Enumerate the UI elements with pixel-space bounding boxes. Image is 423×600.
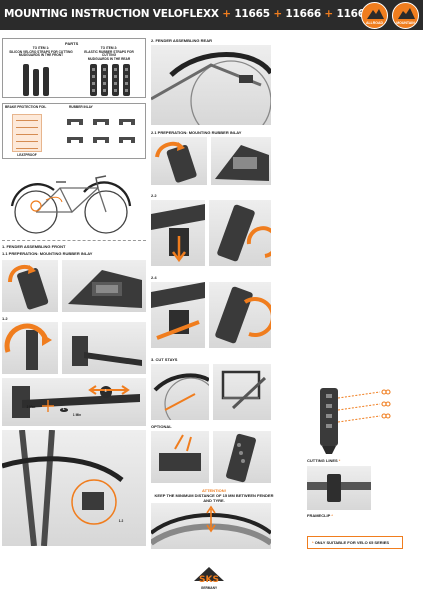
mountain-label: MOUNTAIN — [396, 21, 415, 25]
step-24-label: 2.4 — [151, 275, 157, 280]
velcro-straps-illustration — [23, 64, 49, 96]
cutting-lines-label: CUTTING LINES * — [307, 458, 341, 463]
rubber-inlay-label: RUBBER INLAY — [69, 105, 93, 109]
step-12-label: 1.2 — [2, 316, 8, 321]
parts-panel: PARTS TO ITEM 1: SILICON VELCRO STRAPS F… — [2, 38, 146, 98]
leatproof-label: LEATPROOF — [17, 153, 37, 157]
mountain-badge: MOUNTAIN — [392, 2, 419, 29]
cut-stays-photo-2 — [213, 364, 271, 420]
min-label: 1 Min — [72, 413, 82, 417]
parts-item2-text: TO ITEM 2: ELASTIC RUBBER STRAPS FOR CUT… — [84, 46, 134, 62]
title-text: MOUNTING INSTRUCTION VELOFLEXX — [4, 8, 219, 20]
optional-photo-1 — [151, 431, 209, 483]
max-label: 2 Max — [26, 405, 36, 409]
fork-mounted-photo: 1.2 — [2, 430, 146, 546]
step-24-photo-2 — [209, 282, 271, 348]
bike-overview-illustration — [10, 175, 132, 234]
rubber-straps-illustration — [90, 64, 130, 96]
logo-subtitle: GERMANY — [200, 586, 218, 590]
page-title: MOUNTING INSTRUCTION VELOFLEXX + 11665 +… — [4, 8, 372, 20]
mountain-icon — [398, 8, 415, 19]
separator-3: + — [324, 8, 333, 20]
model-1: 11665 — [234, 8, 270, 20]
sks-logo-shape — [194, 567, 224, 581]
cutting-lines-illustration — [320, 388, 391, 454]
brake-foil-sheet — [12, 114, 42, 152]
step-marker-b: 2. — [104, 389, 108, 393]
step-12-photo-1 — [2, 322, 58, 374]
separator-2: + — [273, 8, 282, 20]
front-prep-title: 1.1 PREPERATION: MOUNTING RUBBER INLAY — [2, 251, 93, 256]
compatibility-note: * ONLY SUITABLE FOR VELO 65 SERIES — [307, 536, 403, 549]
allroad-badge: ALLROAD — [361, 2, 388, 29]
cut-stays-title: 3. CUT STAYS — [151, 357, 178, 362]
frameclip-label: FRAMECLIP * — [307, 513, 333, 518]
mountain-icon — [367, 9, 384, 19]
page-header: MOUNTING INSTRUCTION VELOFLEXX + 11665 +… — [0, 0, 423, 30]
logo-text: SKS — [199, 575, 219, 585]
front-section-title: 1. FENDER ASSEMBLING FRONT — [2, 244, 66, 249]
parts-title: PARTS — [65, 41, 79, 46]
brake-foil-label: BRAKE PROTECTION FOIL — [5, 105, 47, 109]
rear-prep-title: 2.1 PREPERATION: MOUNTING RUBBER INLAY — [151, 130, 242, 135]
rubber-inlay-illustration — [67, 119, 135, 143]
attention-heading: ATTENTION! — [202, 488, 226, 493]
sks-logo: SKS GERMANY — [192, 567, 226, 595]
min-max-photo: 2 Max 1 Min 1. 2. — [2, 378, 146, 426]
optional-label: OPTIONAL — [151, 424, 172, 429]
step-24-photo-1 — [151, 282, 205, 348]
front-prep-photo-2 — [62, 260, 146, 312]
cut-stays-photo-1 — [151, 364, 209, 420]
model-2: 11666 — [285, 8, 321, 20]
step-22-photo-2 — [209, 200, 271, 266]
fork-step-label: 1.2 — [118, 519, 124, 523]
tyre-distance-photo — [151, 503, 271, 549]
optional-photo-2 — [213, 431, 271, 483]
attention-body: KEEP THE MINIMUM DISTANCE OF 15 MM BETWE… — [154, 493, 274, 503]
section-divider — [2, 240, 146, 241]
step-marker-a: 1. — [60, 407, 68, 412]
front-prep-photo-1 — [2, 260, 58, 312]
attention-note: ATTENTION! KEEP THE MINIMUM DISTANCE OF … — [150, 488, 278, 503]
step-22-photo-1 — [151, 200, 205, 266]
accessories-panel: BRAKE PROTECTION FOIL RUBBER INLAY LEATP… — [2, 103, 146, 159]
rear-prep-photo-2 — [211, 137, 271, 185]
compatibility-text: ONLY SUITABLE FOR VELO 65 SERIES — [314, 540, 390, 545]
rear-section-title: 2. FENDER ASSEMBLING REAR — [151, 38, 212, 43]
step-12-photo-2 — [62, 322, 146, 374]
separator-1: + — [222, 8, 231, 20]
rear-assembly-photo — [151, 45, 271, 125]
allroad-label: ALLROAD — [365, 21, 384, 25]
parts-item1-text: TO ITEM 1: SILICON VELCRO STRAPS FOR CUT… — [9, 46, 73, 58]
step-22-label: 2.2 — [151, 193, 157, 198]
rear-prep-photo-1 — [151, 137, 207, 185]
frameclip-photo — [307, 466, 371, 510]
